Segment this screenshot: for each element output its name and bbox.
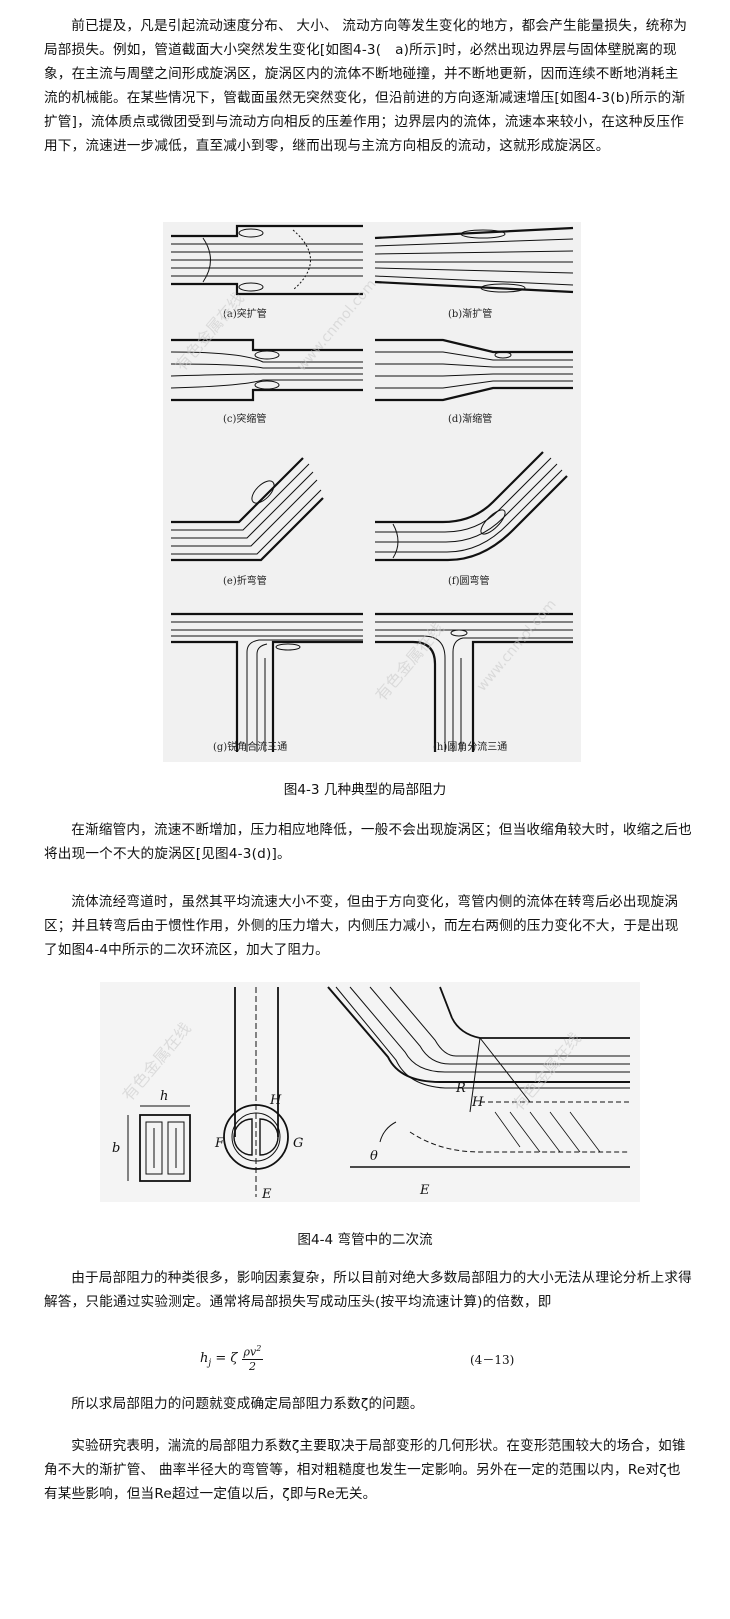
figure-4-4-caption: 图4-4 弯管中的二次流 xyxy=(297,1232,433,1248)
subcaption-f: (f)圆弯管 xyxy=(448,574,490,587)
figure-4-3-caption: 图4-3 几种典型的局部阻力 xyxy=(283,782,447,798)
label-E-left: E xyxy=(261,1187,272,1202)
equation-number: (4－13) xyxy=(470,1353,515,1367)
eq-lhs: h xyxy=(200,1350,209,1366)
paragraph-bend: 流体流经弯道时，虽然其平均流速大小不变，但由于方向变化，弯管内侧的流体在转弯后必… xyxy=(44,894,679,958)
subcaption-h: (h)圆角分流三通 xyxy=(433,740,507,753)
eq-zeta: ζ xyxy=(230,1350,238,1366)
subcaption-d: (d)渐缩管 xyxy=(448,412,492,425)
label-theta: θ xyxy=(370,1149,378,1164)
subcaption-e: (e)折弯管 xyxy=(223,574,267,587)
eq-lhs-sub: j xyxy=(208,1358,212,1369)
label-F: F xyxy=(214,1136,225,1151)
label-h: h xyxy=(160,1089,168,1104)
eq-numerator: ρv xyxy=(243,1345,257,1359)
paragraph-experiment: 由于局部阻力的种类很多，影响因素复杂，所以目前对绝大多数局部阻力的大小无法从理论… xyxy=(44,1270,692,1310)
eq-numerator-sup: 2 xyxy=(256,1344,262,1353)
subcaption-g: (g)锐角合流三通 xyxy=(213,740,287,753)
eq-denominator: 2 xyxy=(248,1359,256,1373)
label-b: b xyxy=(112,1141,120,1156)
label-H-right: H xyxy=(471,1095,484,1110)
paragraph-intro: 前已提及，凡是引起流动速度分布、 大小、 流动方向等发生变化的地方，都会产生能量… xyxy=(44,18,688,154)
label-E-right: E xyxy=(419,1183,430,1198)
figure-4-3: (a)突扩管 (b)渐扩管 (c)突缩管 (d)渐缩管 (e)折弯管 (f)圆弯… xyxy=(163,222,581,766)
subcaption-c: (c)突缩管 xyxy=(223,412,266,425)
paragraph-contraction: 在渐缩管内，流速不断增加，压力相应地降低，一般不会出现旋涡区；但当收缩角较大时，… xyxy=(44,822,692,862)
figure-4-4: h b H F G E R H θ E 有色金属在线 有色金属在线 xyxy=(100,982,640,1206)
label-R: R xyxy=(455,1081,466,1096)
subcaption-a: (a)突扩管 xyxy=(223,307,267,320)
paragraph-turbulent: 实验研究表明，湍流的局部阻力系数ζ主要取决于局部变形的几何形状。在变形范围较大的… xyxy=(44,1438,686,1502)
label-H-left: H xyxy=(269,1093,282,1108)
paragraph-zeta: 所以求局部阻力的问题就变成确定局部阻力系数ζ的问题。 xyxy=(71,1396,424,1412)
eq-sign: = xyxy=(215,1350,227,1366)
label-G: G xyxy=(293,1136,303,1151)
subcaption-b: (b)渐扩管 xyxy=(448,307,492,320)
eq-fraction: ρv2 2 xyxy=(241,1344,264,1373)
equation-4-13: hj = ζ ρv2 2 xyxy=(200,1344,264,1373)
